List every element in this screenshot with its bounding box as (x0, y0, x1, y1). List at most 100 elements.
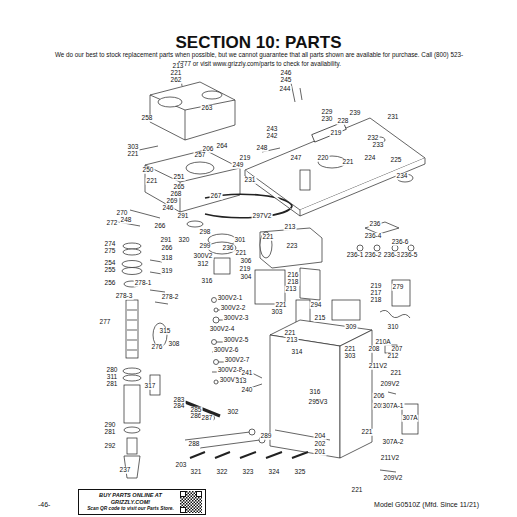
callout-number: 221 (127, 151, 140, 158)
callout-number: 276 (151, 344, 164, 351)
store-heading: BUY PARTS ONLINE AT GRIZZLY.COM! (82, 492, 179, 506)
callout-number: 219 (330, 130, 343, 137)
callout-number: 213 (286, 337, 299, 344)
callout-number: 210A (374, 339, 391, 346)
callout-number: 248 (256, 145, 269, 152)
callout-number: 303 (344, 353, 357, 360)
callout-number: 209V2 (380, 381, 401, 388)
callout-number: 254 (104, 260, 117, 267)
callout-number: 212 (387, 353, 400, 360)
callout-number: 247 (290, 155, 303, 162)
callout-number: 209V2 (383, 475, 404, 482)
cabinet-base (270, 280, 418, 472)
callout-number: 236-6 (391, 239, 410, 246)
callout-number: 310 (387, 324, 400, 331)
callout-number: 269 (166, 198, 179, 205)
callout-number: 309 (345, 324, 358, 331)
callout-number: 234 (396, 173, 409, 180)
callout-number: 221 (284, 330, 297, 337)
callout-number: 231 (387, 114, 400, 121)
callout-number: 244 (279, 86, 292, 93)
callout-number: 221 (275, 302, 288, 309)
callout-number: 265 (173, 184, 186, 191)
callout-number: 306 (240, 258, 253, 265)
callout-number: 319 (161, 268, 174, 275)
callout-number: 320 (178, 237, 191, 244)
callout-number: 232 (367, 135, 380, 142)
callout-number: 230 (321, 116, 334, 123)
callout-number: 284 (173, 403, 186, 410)
callout-number: 281 (104, 429, 117, 436)
callout-number: 221 (351, 487, 364, 494)
parts-store-text: BUY PARTS ONLINE AT GRIZZLY.COM!Scan QR … (79, 490, 205, 514)
callout-number: 277 (99, 319, 112, 326)
callout-number: 303 (127, 144, 140, 151)
callout-number: 297V2 (252, 213, 273, 220)
callout-number: 302 (227, 409, 240, 416)
callout-number: 258 (141, 115, 154, 122)
callout-number: 207 (391, 346, 404, 353)
callout-number: 267 (210, 193, 223, 200)
callout-number: 231 (244, 177, 257, 184)
callout-number: 221 (344, 346, 357, 353)
callout-number: 248 (120, 217, 133, 224)
callout-number: 281 (106, 381, 119, 388)
callout-number: 213 (172, 63, 185, 70)
callout-number: 242 (266, 133, 279, 140)
callout-number: 295V3 (308, 399, 329, 406)
callout-number: 318 (161, 255, 174, 262)
callout-number: 300V2-8 (217, 367, 244, 374)
callout-number: 307A (401, 415, 418, 422)
callout-number: 300V2-4 (209, 326, 236, 333)
callout-number: 221 (235, 250, 248, 257)
callout-number: 288 (188, 441, 201, 448)
callout-number: 211V2 (368, 363, 388, 370)
callout-number: 315 (159, 328, 172, 335)
callout-number: 221 (361, 429, 374, 436)
callout-number: 287 (201, 415, 214, 422)
callout-number: 300V2-6 (213, 347, 240, 354)
callout-number: 236 (369, 221, 382, 228)
callout-number: 223 (286, 243, 299, 250)
callout-number: 219 (370, 283, 383, 290)
callout-number: 213 (285, 286, 298, 293)
parts-store-box: BUY PARTS ONLINE AT GRIZZLY.COM!Scan QR … (78, 489, 206, 515)
callout-number: 241 (241, 370, 254, 377)
callout-number: 217 (370, 290, 383, 297)
callout-number: 292 (104, 443, 117, 450)
callout-number: 323 (242, 469, 255, 476)
callout-number: 308 (168, 341, 181, 348)
callout-number: 307A-1 (382, 403, 405, 410)
callout-number: 251 (173, 174, 186, 181)
callout-number: 243 (266, 126, 279, 133)
callout-number: 250 (142, 167, 155, 174)
callout-number: 299 (199, 243, 212, 250)
callout-number: 300V2-7 (224, 357, 251, 364)
callout-number: 201 (314, 449, 327, 456)
callout-number: 246 (280, 70, 293, 77)
callout-number: 278-3 (115, 293, 134, 300)
callout-number: 264 (216, 143, 229, 150)
page-title: SECTION 10: PARTS (0, 33, 517, 53)
callout-number: 236-1 (346, 252, 365, 259)
availability-note: We do our best to stock replacement part… (53, 51, 465, 68)
callout-number: 300V2-3 (223, 315, 250, 322)
callout-number: 218 (370, 297, 383, 304)
callout-number: 211V2 (380, 455, 400, 462)
callout-number: 262 (170, 77, 183, 84)
qr-code (180, 491, 202, 513)
callout-number: 266 (154, 223, 167, 230)
callout-number: 204 (314, 433, 327, 440)
callout-number: 237 (119, 467, 132, 474)
callout-number: 325 (294, 469, 307, 476)
callout-number: 289 (260, 433, 273, 440)
callout-number: 291 (177, 213, 190, 220)
callout-number: 246 (162, 205, 175, 212)
callout-number: 317 (144, 383, 157, 390)
callout-number: 215 (314, 315, 327, 322)
callout-number: 298 (199, 229, 212, 236)
callout-number: 208 (368, 346, 381, 353)
callout-number: 321 (190, 469, 203, 476)
spindle-assembly (122, 243, 265, 478)
callout-number: 268 (170, 191, 183, 198)
